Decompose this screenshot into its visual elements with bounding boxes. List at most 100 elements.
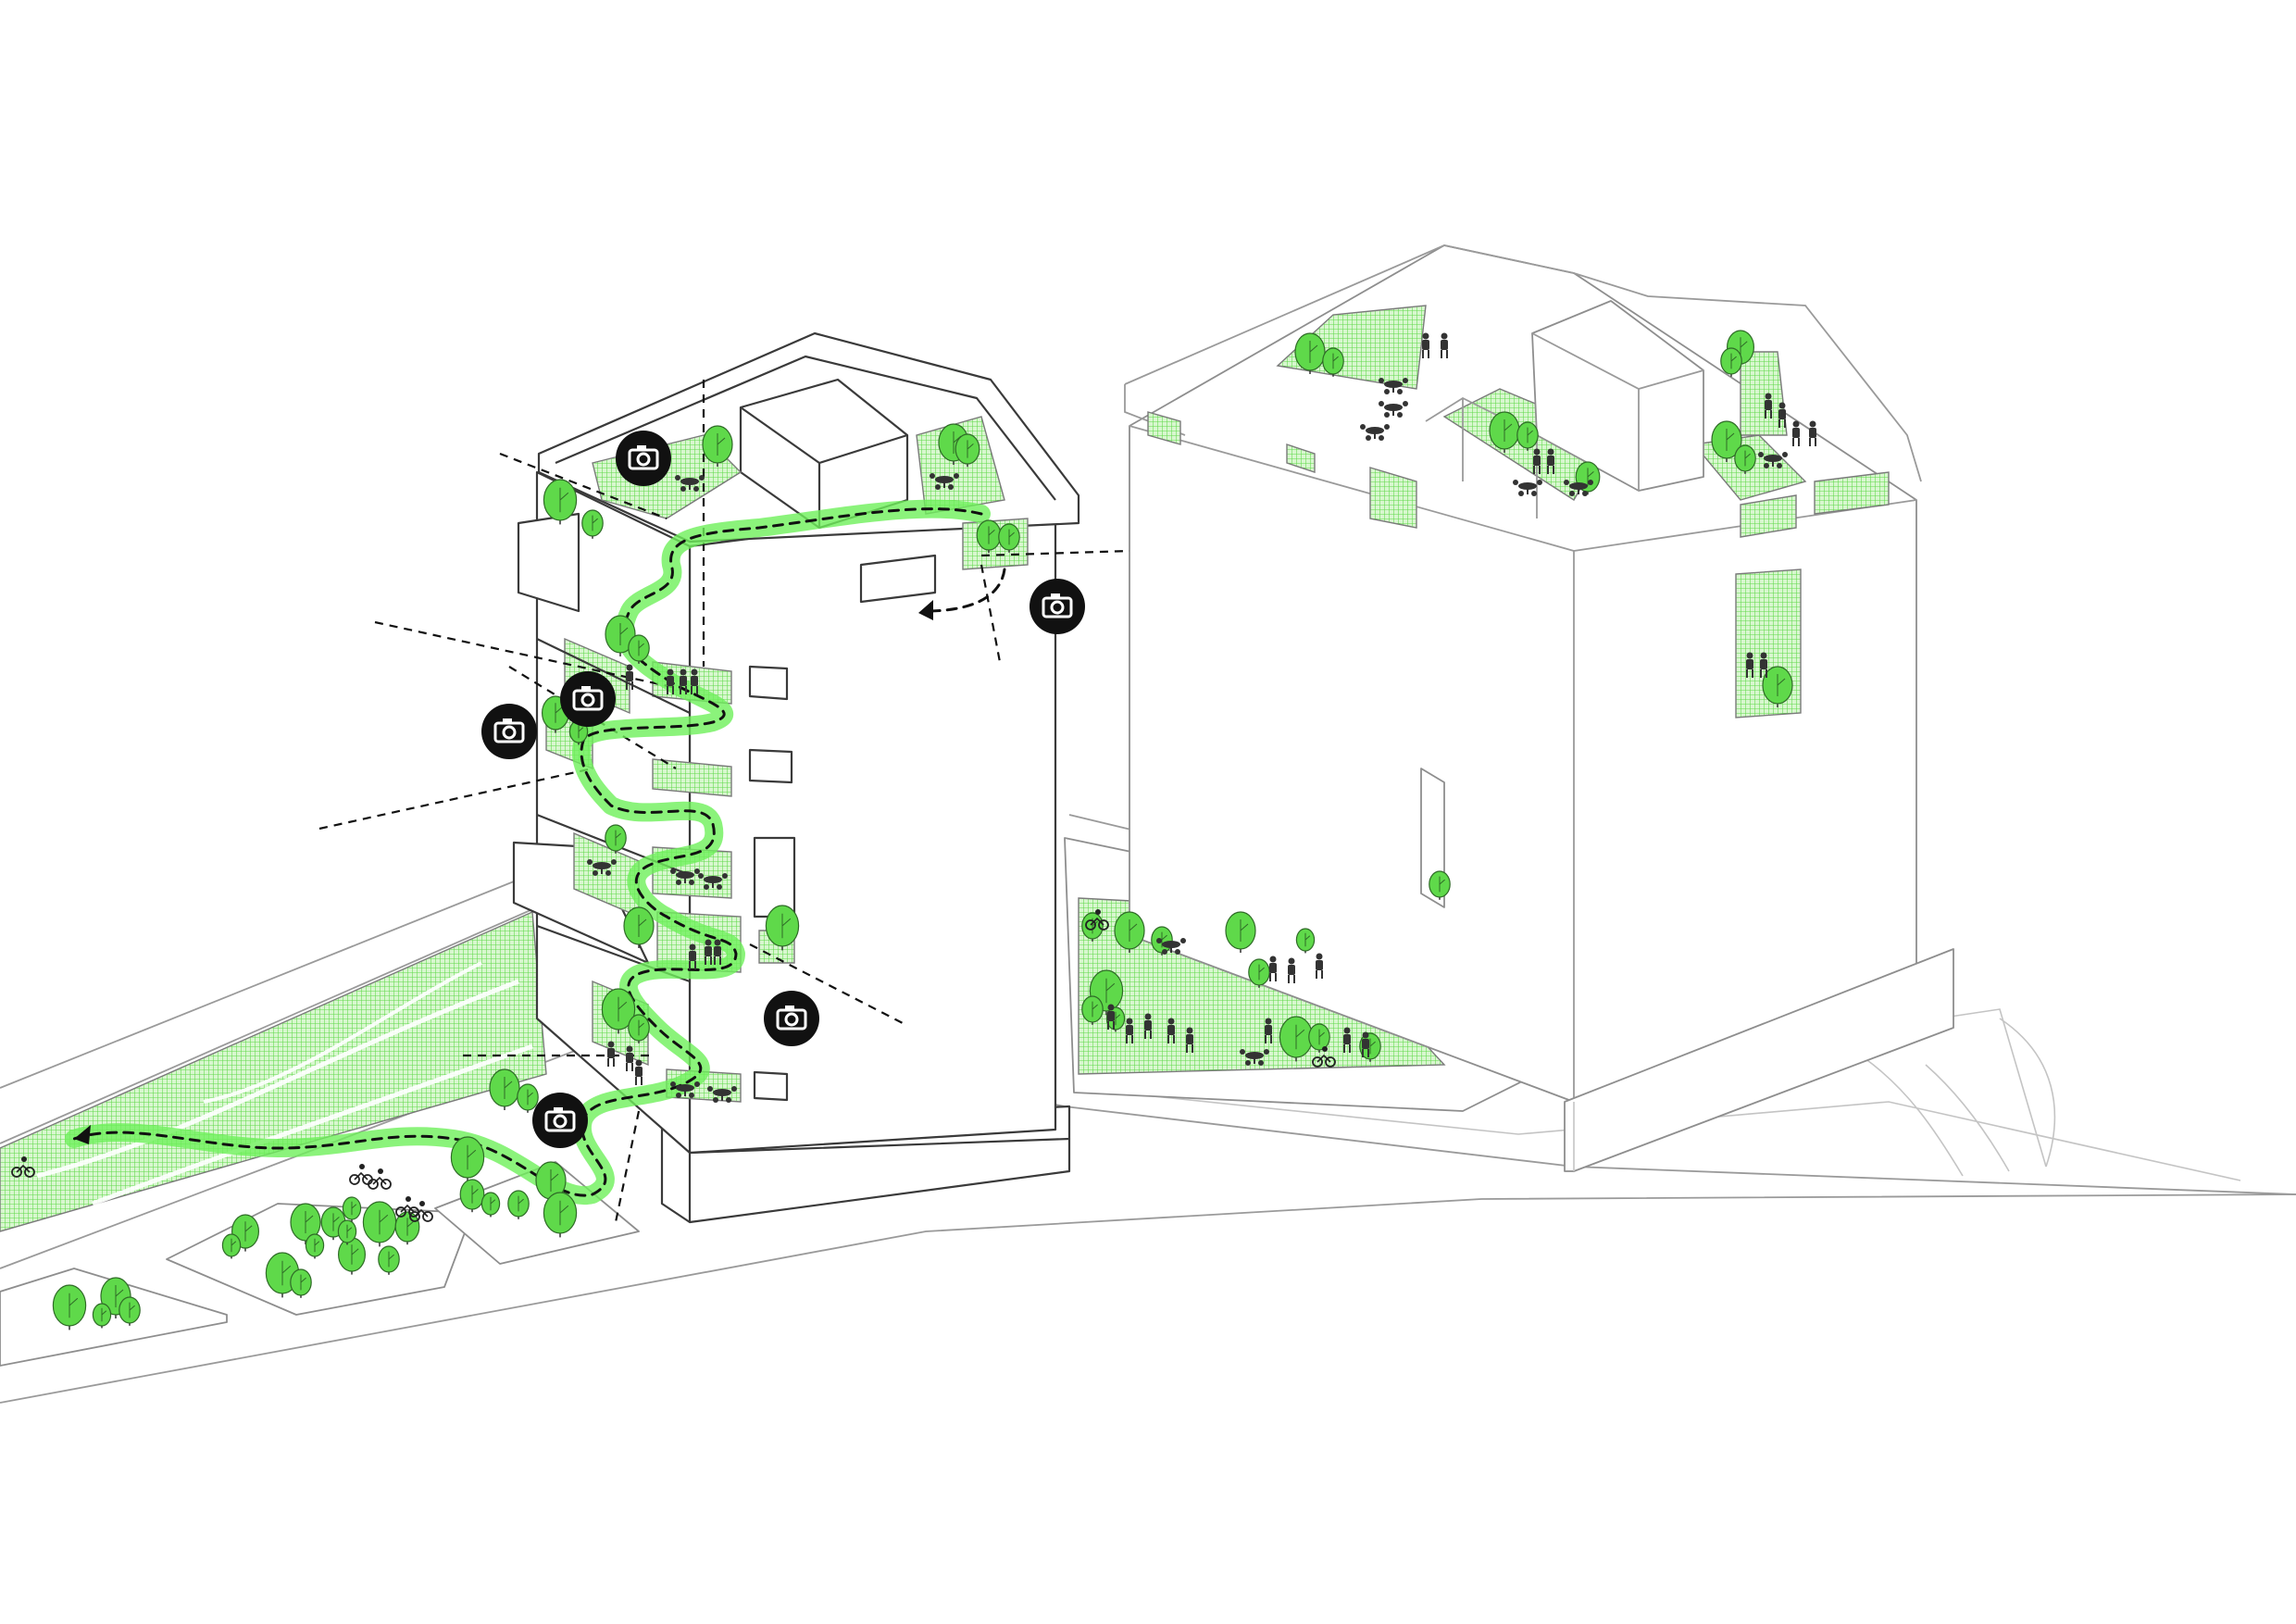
tree-icon	[623, 906, 655, 948]
camera-icon	[616, 431, 671, 486]
tree-icon	[92, 1303, 112, 1329]
bicycles-layer	[11, 909, 1336, 1222]
left-building	[512, 331, 1080, 1224]
person-icon	[1362, 1031, 1369, 1057]
tree-icon	[1516, 421, 1539, 451]
person-icon	[626, 664, 633, 690]
tree-icon	[1308, 1023, 1330, 1053]
person-icon	[1792, 420, 1800, 446]
person-icon	[1760, 652, 1767, 678]
tree-icon	[517, 1083, 539, 1113]
people-layer	[607, 332, 1816, 1085]
roof-stair-box-edges	[1531, 332, 1704, 491]
person-icon	[635, 1059, 643, 1085]
tree-icon	[1711, 420, 1742, 462]
person-icon	[607, 1041, 615, 1067]
front-balcony-2	[652, 758, 732, 797]
table-with-chairs-icon	[930, 473, 959, 490]
bicycle-icon	[409, 1201, 433, 1222]
table-with-chairs-icon	[1156, 938, 1186, 955]
roof-window-4	[1740, 494, 1797, 538]
person-icon	[1126, 1018, 1133, 1043]
bicycle-icon	[11, 1156, 35, 1178]
linear-park-lawn	[0, 910, 547, 1232]
person-icon	[1533, 448, 1541, 474]
tables-layer	[587, 378, 1788, 1103]
tree-icon	[459, 1179, 485, 1213]
person-icon	[1316, 953, 1323, 979]
person-icon	[1144, 1013, 1152, 1039]
person-icon	[667, 668, 674, 694]
tree-icon	[342, 1196, 362, 1222]
sightline-7	[980, 564, 1002, 663]
roof-parapet	[1124, 244, 1922, 482]
street-lower-edge	[0, 1193, 2296, 1404]
table-with-chairs-icon	[707, 1086, 737, 1103]
tree-icon	[290, 1203, 321, 1244]
bicycle-icon	[368, 1168, 392, 1190]
sightline-10	[614, 1110, 641, 1223]
tree-icon	[765, 905, 800, 951]
person-icon	[1441, 332, 1448, 358]
tree-icon	[605, 824, 627, 854]
tree-icon	[290, 1268, 312, 1298]
table-with-chairs-icon	[1379, 401, 1408, 418]
roof-window-1	[1147, 411, 1181, 445]
table-with-chairs-icon	[1564, 480, 1593, 496]
tree-icon	[305, 1233, 325, 1259]
tree-icon	[450, 1136, 485, 1182]
tree-icon	[221, 1233, 242, 1259]
roof-window-2	[1286, 443, 1316, 473]
bicycle-icon	[1085, 909, 1109, 931]
person-icon	[1167, 1018, 1175, 1043]
tree-icon	[543, 479, 578, 525]
tree-icon	[1322, 347, 1344, 377]
camera-icon	[764, 991, 819, 1046]
table-with-chairs-icon	[670, 1081, 700, 1098]
roof-window-5	[1814, 471, 1890, 515]
table-with-chairs-icon	[587, 859, 617, 876]
tree-icon	[628, 634, 650, 664]
person-icon	[689, 943, 696, 969]
tree-icon	[702, 425, 733, 467]
person-icon	[1746, 652, 1753, 678]
tree-icon	[378, 1245, 400, 1275]
tree-icon	[1720, 347, 1742, 377]
trees-layer	[52, 330, 1793, 1330]
camera-icon	[560, 671, 616, 727]
sightline-4	[508, 666, 677, 769]
route-branch	[924, 568, 1006, 613]
table-with-chairs-icon	[670, 868, 700, 885]
tree-icon	[1762, 666, 1793, 707]
person-icon	[1288, 957, 1295, 983]
route-branch-arrowhead-icon	[918, 600, 933, 620]
tree-icon	[52, 1284, 87, 1330]
tree-icon	[628, 1014, 650, 1043]
front-window-1	[748, 665, 789, 701]
tree-icon	[955, 433, 980, 468]
table-with-chairs-icon	[1758, 452, 1788, 468]
table-with-chairs-icon	[1513, 480, 1542, 496]
tree-icon	[605, 615, 636, 656]
tree-icon	[1248, 958, 1270, 988]
table-with-chairs-icon	[1240, 1049, 1269, 1066]
roof-parapet-inner	[555, 355, 1056, 501]
person-icon	[1547, 448, 1554, 474]
table-with-chairs-icon	[675, 475, 705, 492]
person-icon	[1809, 420, 1816, 446]
ramp-line-2	[1925, 1064, 2010, 1172]
tree-icon	[1489, 411, 1520, 453]
person-icon	[626, 1045, 633, 1071]
person-icon	[1422, 332, 1429, 358]
ramp-line-3	[1999, 1018, 2056, 1168]
tower-podium-right	[1564, 948, 1954, 1172]
sightline-5	[318, 767, 593, 831]
tree-icon	[1734, 444, 1756, 474]
person-icon	[1107, 1004, 1115, 1030]
person-icon	[680, 668, 687, 694]
tree-icon	[1295, 928, 1316, 954]
balcony-box-1	[517, 512, 580, 613]
tree-icon	[1294, 332, 1326, 374]
tree-icon	[337, 1219, 357, 1245]
person-icon	[1778, 402, 1786, 428]
